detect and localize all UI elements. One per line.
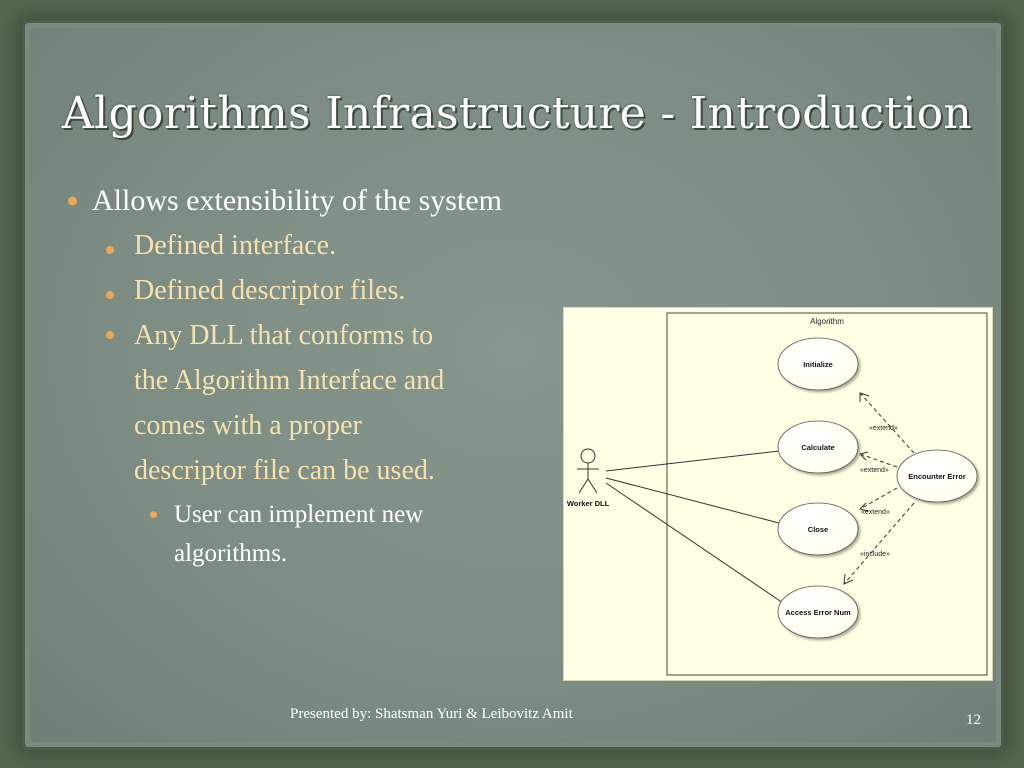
include-label: «include» xyxy=(860,551,890,558)
bullet-text-line: User can implement new xyxy=(174,501,424,528)
bullet-text: Allows extensibility of the system xyxy=(92,184,502,217)
bullet-level2: Defined interface. xyxy=(64,223,584,268)
actor-label: Worker DLL xyxy=(567,499,610,508)
use-case-initialize: Initialize xyxy=(777,337,859,391)
actor-icon xyxy=(577,448,599,494)
use-case-diagram-svg: Algorithm Worker DLL xyxy=(567,312,988,676)
bullet-dot-icon xyxy=(106,331,114,339)
system-boundary-label: Algorithm xyxy=(810,317,844,326)
bullet-level2: Defined descriptor files. xyxy=(64,268,584,313)
use-case-label: Encounter Error xyxy=(908,472,966,481)
bullet-level3: User can implement new algorithms. xyxy=(64,495,584,573)
footer-text: Presented by: Shatsman Yuri & Leibovitz … xyxy=(290,706,573,722)
slide-title: Algorithms Infrastructure - Introduction xyxy=(62,88,973,139)
bullet-text-line: the Algorithm Interface and xyxy=(134,365,445,396)
bullet-text-line: comes with a proper xyxy=(134,410,362,441)
bullet-level1: Allows extensibility of the system xyxy=(64,178,584,223)
bullet-dot-icon xyxy=(106,246,114,254)
bullet-list: Allows extensibility of the system Defin… xyxy=(64,178,584,573)
use-case-label: Initialize xyxy=(803,360,833,369)
page-number: 12 xyxy=(966,712,981,728)
use-case-access-error-num: Access Error Num xyxy=(777,585,859,639)
use-case-encounter-error: Encounter Error xyxy=(896,449,978,503)
use-case-close: Close xyxy=(777,502,859,556)
extend-label: «extend» xyxy=(860,467,889,474)
extend-label: «extend» xyxy=(869,425,898,432)
bullet-text-line: descriptor file can be used. xyxy=(134,455,435,486)
dependency-arrowheads xyxy=(843,392,870,585)
bullet-text: Defined descriptor files. xyxy=(134,275,406,306)
bullet-dot-icon xyxy=(106,291,114,299)
bullet-text: Defined interface. xyxy=(134,230,337,261)
use-case-diagram: Algorithm Worker DLL xyxy=(563,307,993,681)
dependency-lines xyxy=(843,392,915,585)
extend-label: «extend» xyxy=(861,509,890,516)
use-case-label: Access Error Num xyxy=(785,608,851,617)
bullet-dot-icon xyxy=(68,196,77,205)
bullet-level2: Any DLL that conforms to the Algorithm I… xyxy=(64,313,584,493)
association-lines xyxy=(605,450,787,606)
bullet-text-line: algorithms. xyxy=(174,540,288,567)
use-case-label: Close xyxy=(808,525,828,534)
use-case-calculate: Calculate xyxy=(777,420,859,474)
use-case-label: Calculate xyxy=(801,443,834,452)
bullet-text-line: Any DLL that conforms to xyxy=(134,320,434,351)
bullet-dot-icon xyxy=(150,511,157,518)
